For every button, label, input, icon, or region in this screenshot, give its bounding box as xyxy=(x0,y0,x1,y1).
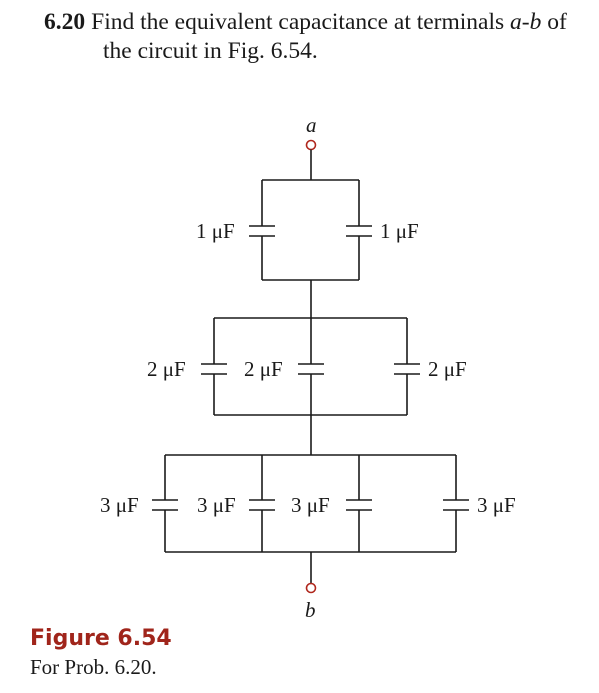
capacitor-1b-label: 1 μF xyxy=(380,219,419,243)
capacitor-3c xyxy=(346,499,372,511)
terminal-a-label: a xyxy=(306,113,317,137)
capacitor-3a xyxy=(152,499,178,511)
problem-text-post: of xyxy=(541,9,567,35)
capacitor-2b xyxy=(298,363,324,375)
terminal-b xyxy=(305,582,317,594)
capacitor-3b xyxy=(249,499,275,511)
problem-terminals: a-b xyxy=(510,9,542,35)
capacitor-3d-label: 3 μF xyxy=(477,493,516,517)
capacitor-3a-label: 3 μF xyxy=(100,493,139,517)
problem-text-line2: the circuit in Fig. 6.54. xyxy=(103,38,318,64)
terminal-a xyxy=(305,139,317,151)
figure-title: Figure 6.54 xyxy=(30,626,172,651)
capacitor-3c-label: 3 μF xyxy=(291,493,330,517)
capacitor-3d xyxy=(443,499,469,511)
capacitor-2c xyxy=(394,363,420,375)
problem-text-pre: Find the equivalent capacitance at termi… xyxy=(91,9,511,35)
terminal-b-label: b xyxy=(305,598,316,622)
capacitor-2a xyxy=(201,363,227,375)
capacitor-1a xyxy=(249,225,275,237)
capacitor-3b-label: 3 μF xyxy=(197,493,236,517)
capacitor-2b-label: 2 μF xyxy=(244,357,283,381)
capacitor-1b xyxy=(346,225,372,237)
problem-number: 6.20 xyxy=(44,9,86,35)
capacitor-2a-label: 2 μF xyxy=(147,357,186,381)
capacitor-2c-label: 2 μF xyxy=(428,357,467,381)
figure-caption: For Prob. 6.20. xyxy=(30,655,157,679)
capacitor-1a-label: 1 μF xyxy=(196,219,235,243)
